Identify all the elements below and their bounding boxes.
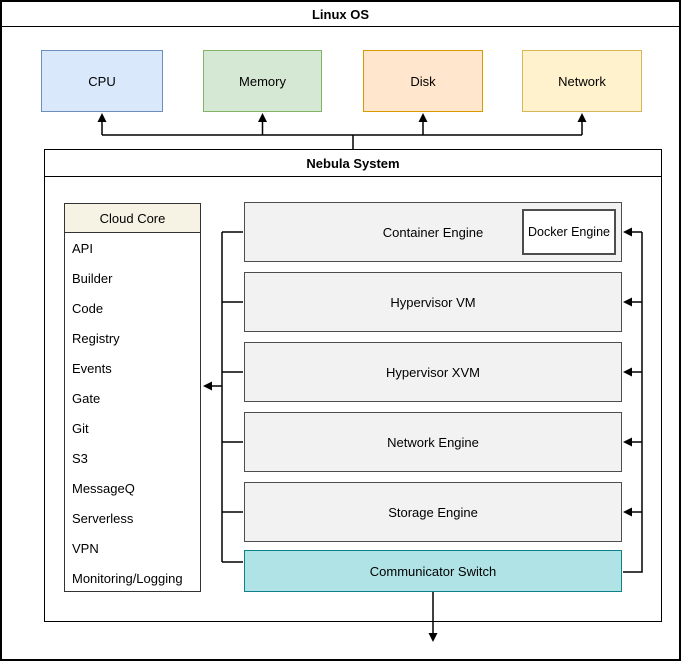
cloud-core-item-monitoring-logging: Monitoring/Logging xyxy=(72,570,183,586)
hypervisor-xvm-label: Hypervisor XVM xyxy=(386,364,480,380)
arrow-to-network-head xyxy=(577,113,587,122)
linux-os-titlebar: Linux OS xyxy=(2,2,679,27)
cloud-core-item-gate: Gate xyxy=(72,390,101,406)
storage-engine-label: Storage Engine xyxy=(388,504,478,520)
network-engine-box: Network Engine xyxy=(244,412,622,472)
network-engine-label: Network Engine xyxy=(387,434,479,450)
switch-output-arrow-head xyxy=(428,633,438,642)
arrow-to-memory-head xyxy=(258,113,267,122)
hypervisor-vm-box: Hypervisor VM xyxy=(244,272,622,332)
docker-engine-label: Docker Engine xyxy=(528,225,610,239)
hardware-label-disk: Disk xyxy=(410,73,436,89)
communicator-switch-box: Communicator Switch xyxy=(244,550,622,592)
cloud-core-item-events: Events xyxy=(72,360,112,376)
cloud-core-item-builder: Builder xyxy=(72,270,113,286)
linux-os-title: Linux OS xyxy=(311,6,370,22)
arrow-to-cpu-head xyxy=(97,113,107,122)
communicator-switch-label: Communicator Switch xyxy=(369,563,497,579)
storage-engine-box: Storage Engine xyxy=(244,482,622,542)
cloud-core-header: Cloud Core xyxy=(65,204,200,233)
cloud-core-item-vpn: VPN xyxy=(72,540,99,556)
nebula-system-title: Nebula System xyxy=(306,155,400,171)
docker-engine-box: Docker Engine xyxy=(522,209,616,255)
cloud-core-item-api: API xyxy=(72,240,93,256)
hardware-box-disk: Disk xyxy=(363,50,483,112)
hypervisor-xvm-box: Hypervisor XVM xyxy=(244,342,622,402)
cloud-core-item-serverless: Serverless xyxy=(72,510,134,526)
cloud-core-item-s3: S3 xyxy=(72,450,88,466)
cloud-core-panel: Cloud Core API Builder Code Registry Eve… xyxy=(64,203,201,592)
hardware-label-memory: Memory xyxy=(239,73,286,89)
cloud-core-item-messageq: MessageQ xyxy=(72,480,135,496)
arrow-to-disk-head xyxy=(418,113,428,122)
hardware-box-memory: Memory xyxy=(203,50,322,112)
hardware-label-cpu: CPU xyxy=(88,73,116,89)
hypervisor-vm-label: Hypervisor VM xyxy=(390,294,476,310)
hardware-label-network: Network xyxy=(558,73,606,89)
nebula-system-titlebar: Nebula System xyxy=(45,150,661,177)
cloud-core-item-code: Code xyxy=(72,300,104,316)
container-engine-label: Container Engine xyxy=(382,224,484,240)
cloud-core-title: Cloud Core xyxy=(99,210,166,226)
cloud-core-item-registry: Registry xyxy=(72,330,120,346)
cloud-core-item-git: Git xyxy=(72,420,89,436)
hardware-box-network: Network xyxy=(522,50,642,112)
hardware-box-cpu: CPU xyxy=(41,50,163,112)
